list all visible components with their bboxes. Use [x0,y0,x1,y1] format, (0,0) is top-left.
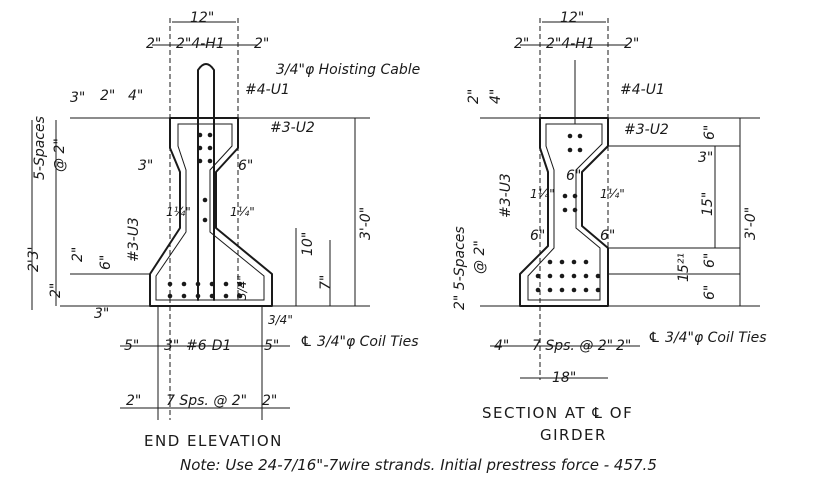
s-flange-l: 6" [530,228,545,244]
s-web-2: 1¼" [600,187,625,201]
ee-left-23: 2'3' [26,246,42,272]
ee-top-left: 2" [146,36,161,52]
end-elevation-title: END ELEVATION [144,432,283,450]
ee-d4: 4" [128,88,143,104]
ee-bar-u3: #3-U3 [126,217,142,262]
s-web-1: 1¼" [530,187,555,201]
ee-left-2b: 2" [48,283,64,298]
ee-d3b: 3" [138,158,153,174]
ee-left-6: 6" [98,255,114,270]
s-top-center: 2"4-H1 [546,36,595,52]
section-title-1: SECTION AT ℄ OF [482,404,633,422]
s-right-6c: 6" [702,285,718,300]
s-bar-u1: #4-U1 [620,82,665,98]
s-bottom-2: 2" [616,338,631,354]
ee-coil: ℄ 3/4"φ Coil Ties [300,334,419,350]
ee-right-7: 7" [318,275,334,290]
s-bottom-4: 4" [494,338,509,354]
ee-d6b: 6" [238,158,253,174]
s-bar-u3: #3-U3 [498,173,514,218]
ee-bottom-d1: #6-D1 [186,338,231,354]
ee-left-2: 2" [70,247,86,262]
ee-cable-label: 3/4"φ Hoisting Cable [276,62,420,78]
ee-web-1: 1¼" [166,205,191,219]
s-top-width: 12" [560,10,584,26]
ee-bottom-2r: 2" [262,393,277,409]
ee-top-right: 2" [254,36,269,52]
s-right-3: 3" [698,150,713,166]
ee-web-2: 1¼" [230,205,255,219]
ee-spaces-label: 5-Spaces [32,116,48,180]
s-right-15: 15" [700,192,716,216]
s-coil: ℄ 3/4"φ Coil Ties [648,330,767,346]
end-elevation-inner [155,123,265,301]
ee-right-30: 3'-0" [358,207,374,240]
ee-right-10: 10" [300,232,316,256]
s-d2: 2" [466,89,482,104]
s-right-6: 6" [702,125,718,140]
ee-d2: 2" [100,88,115,104]
section-title-2: GIRDER [540,426,607,444]
ee-top-center: 2"4-H1 [176,36,225,52]
s-spaces-label: 2" 5-Spaces [452,226,468,310]
strand-dots [167,132,243,299]
s-flange-r: 6" [600,228,615,244]
s-top-left: 2" [514,36,529,52]
ee-bottom-5l: 5" [124,338,139,354]
ee-bottom-sp: 7 Sps. @ 2" [166,393,247,409]
drawing-note: Note: Use 24-7/16"-7wire strands. Initia… [180,456,657,474]
s-right-30: 3'-0" [743,207,759,240]
hoisting-cable [197,63,215,301]
s-bottom-sp: 7 Sps. @ 2" [532,338,613,354]
ee-bottom-5r: 5" [264,338,279,354]
end-elevation: 12" 2" 2"4-H1 2" 3/4"φ Hoisting Cable #4… [26,10,420,450]
ee-d3: 3" [70,90,85,106]
ee-right-34b: 3/4" [268,313,293,327]
ee-right-34a: 3/4" [235,275,249,300]
s-spaces-val: @ 2" [472,240,488,274]
ee-spaces-val: @ 2" [52,138,68,172]
s-bottom-18: 18" [552,370,576,386]
ee-top-width: 12" [190,10,214,26]
section-at-cl: 12" 2" 2"4-H1 2" #4-U1 #3-U2 2" 4" 6" 3"… [452,10,767,444]
ee-bottom-2l: 2" [126,393,141,409]
ee-bar-u2: #3-U2 [270,120,315,136]
s-bar-u2: #3-U2 [624,122,669,138]
section-strand-dots [535,133,601,293]
ee-bar-u1: #4-U1 [245,82,290,98]
section-inner [527,123,603,301]
s-right-6b: 6" [702,253,718,268]
s-d4: 4" [488,89,504,104]
ee-left-3: 3" [94,306,109,322]
s-top-right: 2" [624,36,639,52]
s-1521: 15²¹ [676,253,692,282]
ee-bottom-3: 3" [164,338,179,354]
s-web-c: 6" [566,168,581,184]
